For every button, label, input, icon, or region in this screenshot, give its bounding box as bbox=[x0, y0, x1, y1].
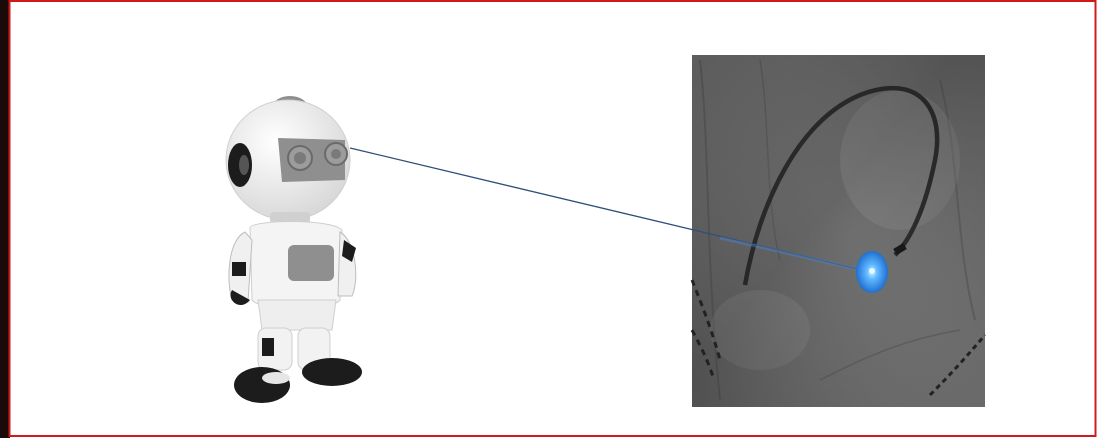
xray-vignette bbox=[692, 55, 985, 407]
robot-icon bbox=[226, 96, 362, 403]
target-marker bbox=[856, 251, 888, 293]
fluoroscopy-image bbox=[692, 55, 985, 407]
